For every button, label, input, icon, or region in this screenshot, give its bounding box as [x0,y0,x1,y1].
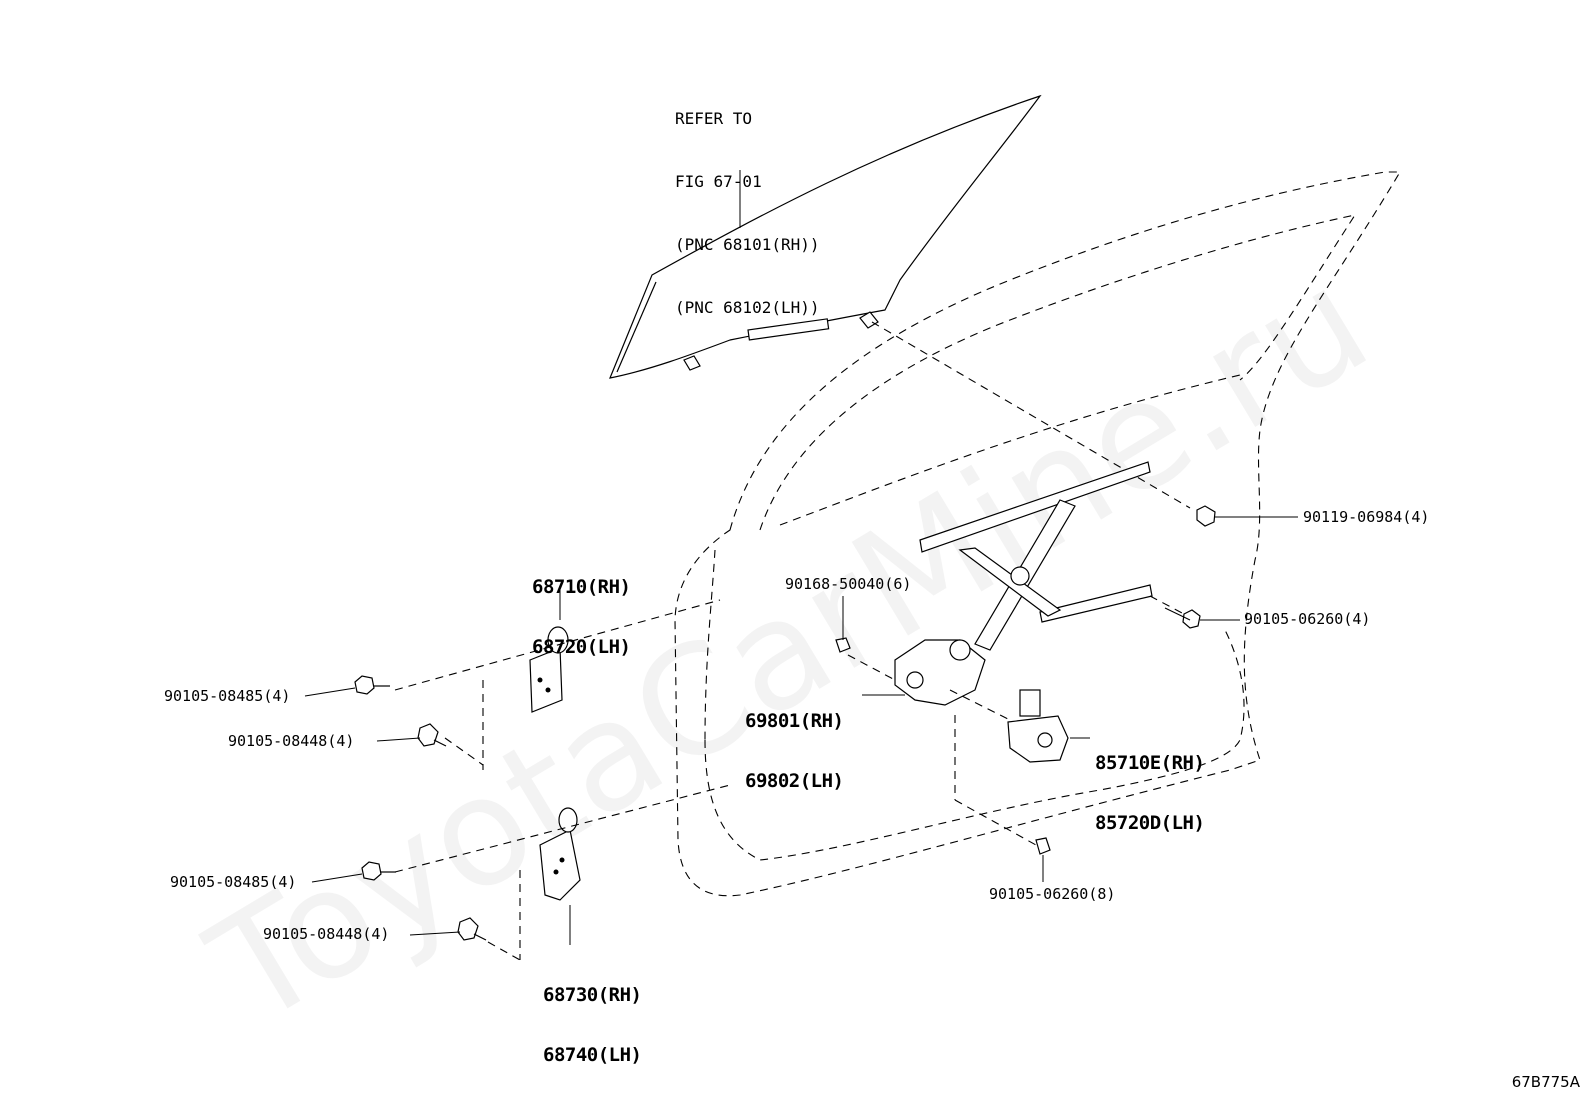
part-number: 85710E(RH) [1095,752,1205,774]
part-number: 85720D(LH) [1095,812,1205,834]
upper-hinge [394,588,721,770]
window-glass [609,94,1042,379]
part-number: 68740(LH) [543,1044,642,1066]
glass-reference-line: REFER TO [675,109,753,128]
motor-label: 85710E(RH) 85720D(LH) [1095,716,1205,871]
lower-hinge [394,784,731,961]
bolt-label-regulator-top: 90168-50040(6) [785,575,912,593]
bolt-label-lower-hinge-a: 90105-08485(4) [170,873,297,891]
part-number: 69801(RH) [745,710,844,732]
lower-hinge-label: 68730(RH) 68740(LH) [543,948,642,1099]
glass-reference-line: (PNC 68102(LH)) [675,298,820,317]
leader-lines [304,516,1298,936]
bolt-label-upper-hinge-b: 90105-08448(4) [228,732,355,750]
regulator-label: 69801(RH) 69802(LH) [745,674,844,829]
glass-reference-note: REFER TO FIG 67-01 (PNC 68101(RH)) (PNC … [675,66,820,360]
part-number: 69802(LH) [745,770,844,792]
bolt-label-glass-channel: 90119-06984(4) [1303,508,1430,526]
figure-code: 67B775A [1511,1073,1580,1091]
glass-reference-line: (PNC 68101(RH)) [675,235,820,254]
bolt-label-regulator-arm: 90105-06260(4) [1244,610,1371,628]
bolt-label-upper-hinge-a: 90105-08485(4) [164,687,291,705]
part-number: 68730(RH) [543,984,642,1006]
bolt-icons [354,505,1216,941]
glass-reference-line: FIG 67-01 [675,172,762,191]
window-motor [949,689,1069,763]
window-regulator [894,461,1153,706]
bolt-label-lower-hinge-b: 90105-08448(4) [263,925,390,943]
part-number: 68720(LH) [532,636,631,658]
bolt-label-regulator-bottom: 90105-06260(8) [989,885,1116,903]
part-number: 68710(RH) [532,576,631,598]
upper-hinge-label: 68710(RH) 68720(LH) [532,540,631,695]
